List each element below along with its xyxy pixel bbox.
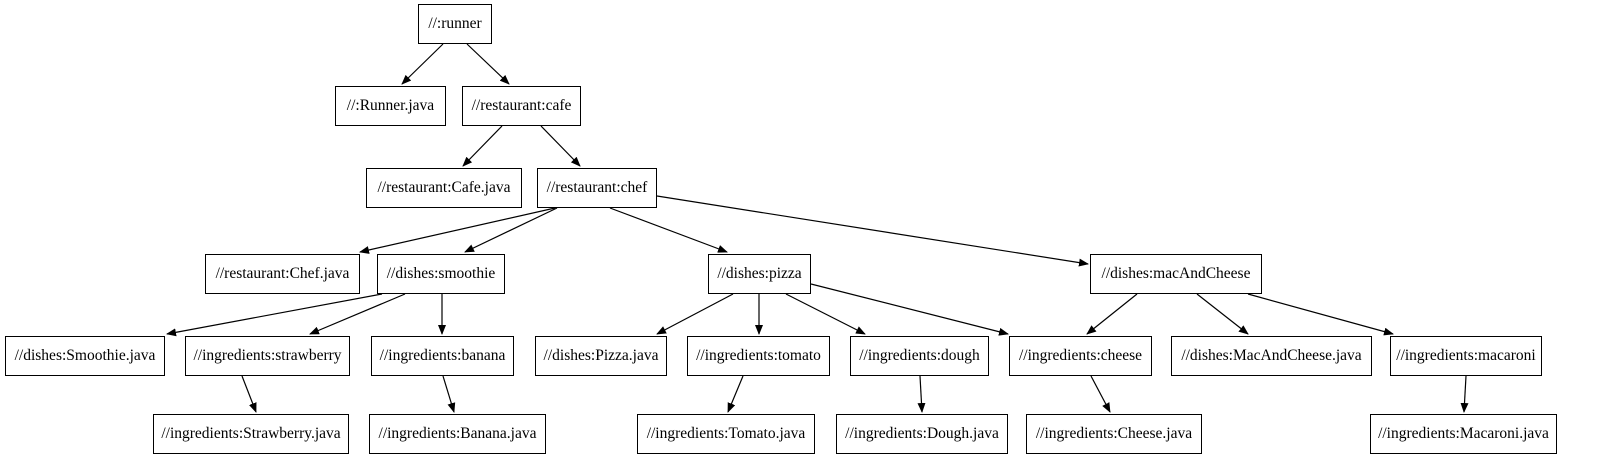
graph-edge-dishes_pizza-to-ing_dough	[785, 293, 866, 335]
graph-node-label: //ingredients:cheese	[1018, 347, 1143, 365]
graph-node-ing_cheese[interactable]: //ingredients:cheese	[1009, 336, 1152, 376]
graph-edge-ing_cheese-to-cheese_java	[1090, 375, 1111, 413]
graph-edge-dishes_pizza-to-pizza_java	[656, 293, 734, 335]
graph-node-cheese_java[interactable]: //ingredients:Cheese.java	[1026, 414, 1202, 454]
graph-node-banana_java[interactable]: //ingredients:Banana.java	[369, 414, 546, 454]
graph-edge-ing_strawberry-to-strawberry_java	[241, 375, 257, 413]
graph-node-label: //dishes:smoothie	[386, 265, 496, 283]
graph-node-label: //:Runner.java	[346, 97, 435, 115]
graph-node-label: //dishes:macAndCheese	[1101, 265, 1251, 283]
graph-node-pizza_java[interactable]: //dishes:Pizza.java	[535, 336, 667, 376]
graph-node-macaroni_java[interactable]: //ingredients:Macaroni.java	[1370, 414, 1557, 454]
graph-edge-ing_tomato-to-tomato_java	[727, 375, 744, 413]
graph-node-label: //ingredients:Dough.java	[845, 425, 999, 443]
graph-node-label: //ingredients:macaroni	[1396, 347, 1536, 365]
graph-node-ing_macaroni[interactable]: //ingredients:macaroni	[1390, 336, 1542, 376]
graph-edge-dishes_smoothie-to-smoothie_java	[166, 293, 383, 337]
graph-node-ing_tomato[interactable]: //ingredients:tomato	[687, 336, 830, 376]
graph-edge-ing_banana-to-banana_java	[442, 375, 456, 413]
graph-edge-restaurant_chef-to-dishes_pizza	[609, 207, 728, 253]
graph-node-label: //:runner	[428, 15, 482, 33]
graph-node-label: //dishes:Pizza.java	[543, 347, 659, 365]
graph-node-label: //ingredients:Cheese.java	[1035, 425, 1193, 443]
graph-node-runner[interactable]: //:runner	[418, 4, 492, 44]
graph-edge-dishes_macandchee-to-ing_macaroni	[1247, 293, 1394, 336]
graph-node-macandcheese_java[interactable]: //dishes:MacAndCheese.java	[1171, 336, 1372, 376]
graph-edge-restaurant_cafe-to-restaurant_chef	[540, 125, 581, 167]
graph-node-ing_dough[interactable]: //ingredients:dough	[850, 336, 989, 376]
graph-node-cafe_java[interactable]: //restaurant:Cafe.java	[366, 168, 522, 208]
graph-node-restaurant_cafe[interactable]: //restaurant:cafe	[462, 86, 581, 126]
graph-node-label: //dishes:pizza	[717, 265, 802, 283]
graph-node-runner_java[interactable]: //:Runner.java	[335, 86, 446, 126]
graph-node-label: //ingredients:dough	[859, 347, 980, 365]
graph-node-label: //dishes:MacAndCheese.java	[1181, 347, 1362, 365]
graph-edge-restaurant_cafe-to-cafe_java	[462, 125, 503, 167]
graph-node-restaurant_chef[interactable]: //restaurant:chef	[537, 168, 657, 208]
graph-edge-ing_dough-to-dough_java	[917, 375, 926, 413]
graph-node-label: //ingredients:strawberry	[193, 347, 342, 365]
graph-edge-runner-to-restaurant_cafe	[466, 43, 510, 85]
graph-edge-dishes_pizza-to-ing_cheese	[810, 283, 1009, 336]
graph-node-smoothie_java[interactable]: //dishes:Smoothie.java	[5, 336, 165, 376]
graph-node-label: //ingredients:Strawberry.java	[161, 425, 341, 443]
graph-node-label: //ingredients:tomato	[696, 347, 821, 365]
graph-node-label: //ingredients:Macaroni.java	[1378, 425, 1549, 443]
graph-node-dishes_smoothie[interactable]: //dishes:smoothie	[377, 254, 505, 294]
graph-edge-restaurant_chef-to-dishes_smoothie	[464, 207, 558, 253]
graph-edge-runner-to-runner_java	[401, 43, 444, 85]
graph-edge-ing_macaroni-to-macaroni_java	[1460, 375, 1469, 413]
graph-node-strawberry_java[interactable]: //ingredients:Strawberry.java	[153, 414, 349, 454]
graph-edge-dishes_macandchee-to-macandcheese_java	[1196, 293, 1249, 335]
graph-node-dishes_pizza[interactable]: //dishes:pizza	[708, 254, 811, 294]
graph-node-dough_java[interactable]: //ingredients:Dough.java	[836, 414, 1008, 454]
graph-node-chef_java[interactable]: //restaurant:Chef.java	[205, 254, 360, 294]
graph-node-label: //dishes:Smoothie.java	[14, 347, 156, 365]
graph-node-ing_banana[interactable]: //ingredients:banana	[371, 336, 514, 376]
graph-node-label: //ingredients:Tomato.java	[646, 425, 806, 443]
graph-node-label: //restaurant:Chef.java	[215, 265, 350, 283]
graph-edge-dishes_smoothie-to-ing_strawberry	[309, 293, 406, 335]
graph-node-ing_strawberry[interactable]: //ingredients:strawberry	[185, 336, 350, 376]
graph-node-label: //restaurant:Cafe.java	[377, 179, 511, 197]
graph-node-label: //ingredients:banana	[379, 347, 506, 365]
graph-node-label: //restaurant:cafe	[471, 97, 572, 115]
graph-node-tomato_java[interactable]: //ingredients:Tomato.java	[637, 414, 815, 454]
graph-node-dishes_macandchee[interactable]: //dishes:macAndCheese	[1090, 254, 1262, 294]
graph-edge-dishes_macandchee-to-ing_cheese	[1086, 293, 1138, 335]
graph-node-label: //ingredients:Banana.java	[378, 425, 537, 443]
graph-edge-restaurant_chef-to-chef_java	[359, 207, 556, 254]
graph-node-label: //restaurant:chef	[546, 179, 648, 197]
